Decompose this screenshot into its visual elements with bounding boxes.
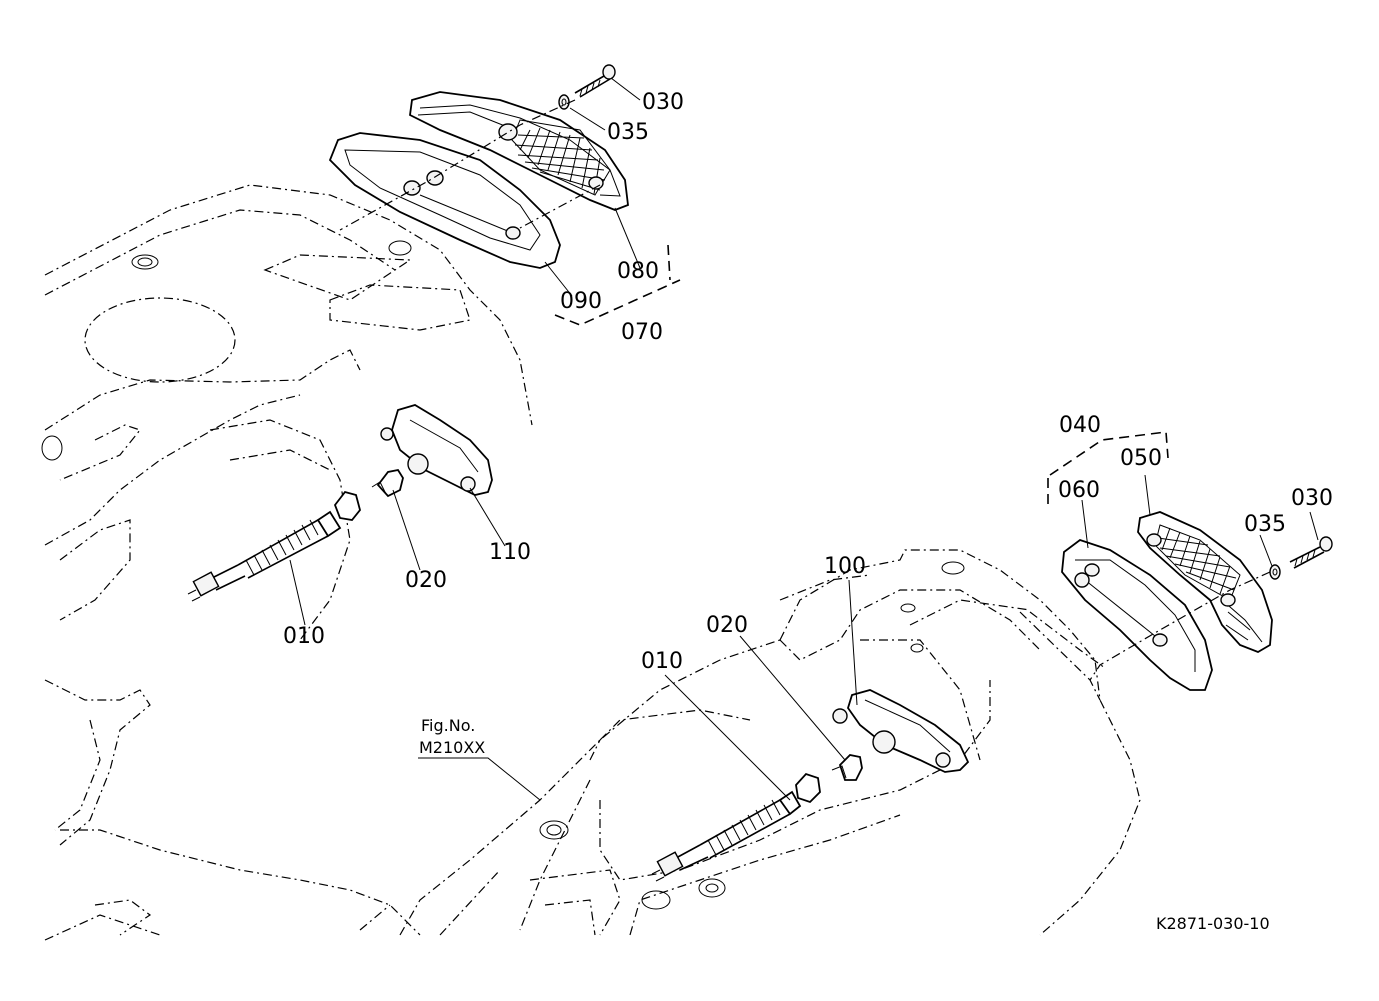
callout-050: 050	[1120, 446, 1162, 471]
callout-090: 090	[560, 289, 602, 314]
callout-020-right: 020	[706, 613, 748, 638]
bulb-020-left	[371, 468, 404, 498]
callout-100: 100	[824, 554, 866, 579]
leader-lines	[289, 77, 1319, 801]
lens-080	[409, 91, 629, 211]
bolt-030-right	[1289, 536, 1333, 569]
drawing-code: K2871-030-10	[1156, 914, 1270, 933]
housing-090	[328, 132, 561, 269]
housing-060	[1061, 538, 1213, 691]
washer-035-right	[1269, 564, 1281, 580]
assy-070-bracket	[554, 244, 681, 326]
fig-label: Fig.No.	[421, 716, 475, 735]
lens-080-reflector-grid	[511, 119, 611, 196]
left-fender-outline	[41, 184, 533, 941]
callout-030-top: 030	[642, 90, 684, 115]
callout-110: 110	[489, 540, 531, 565]
callout-060: 060	[1058, 478, 1100, 503]
callout-035-top: 035	[607, 120, 649, 145]
right-fender-outline	[399, 549, 1141, 936]
bolt-030-top	[574, 64, 616, 98]
callout-030-right: 030	[1291, 486, 1333, 511]
lens-050	[1137, 511, 1273, 653]
socket-110	[380, 404, 493, 496]
assy-040-bracket	[1047, 431, 1169, 510]
bulb-020-right	[831, 754, 863, 781]
socket-100	[832, 689, 970, 773]
callout-035-right: 035	[1244, 512, 1286, 537]
callout-010-left: 010	[283, 624, 325, 649]
washer-035-top	[558, 94, 570, 110]
callout-040: 040	[1059, 413, 1101, 438]
callout-020-left: 020	[405, 568, 447, 593]
callout-080: 080	[617, 259, 659, 284]
harness-010-right	[651, 772, 821, 882]
callout-070: 070	[621, 320, 663, 345]
harness-010-left	[187, 490, 361, 602]
callout-010-right: 010	[641, 649, 683, 674]
fig-number: M210XX	[419, 738, 485, 757]
